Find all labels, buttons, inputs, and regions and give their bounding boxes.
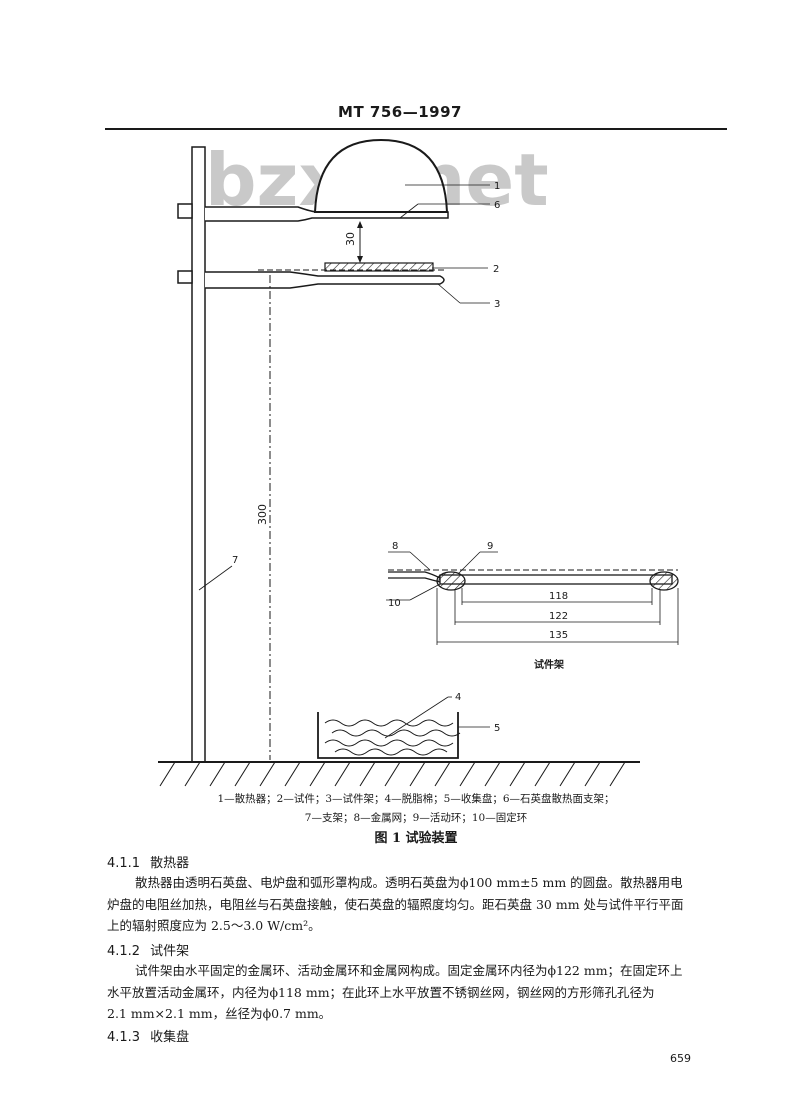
- standard-code-header: MT 756—1997: [338, 103, 462, 121]
- dim-122-label: 122: [549, 611, 568, 622]
- callout-9: 9: [487, 541, 493, 552]
- dim-135-label: 135: [549, 630, 568, 641]
- callout-10-leader-d: [409, 583, 441, 601]
- callout-5: 5: [494, 723, 500, 734]
- section-4-1-1-heading: 4.1.1 散热器: [107, 852, 189, 871]
- figure-legend-line-2: 7—支架；8—金属网；9—活动环；10—固定环: [304, 812, 528, 824]
- inset-ring-bar: [439, 574, 673, 585]
- callout-8-leader-d: [409, 551, 431, 571]
- section-4-1-3-heading: 4.1.3 收集盘: [107, 1026, 189, 1045]
- section-4-1-1-body: 散热器由透明石英盘、电炉盘和弧形罩构成。透明石英盘为ϕ100 mm±5 mm 的…: [107, 872, 737, 937]
- specimen-holder-arm: [205, 271, 445, 289]
- callout-4-leader: [384, 696, 449, 739]
- specimen: [324, 262, 434, 272]
- section-4-1-2-heading: 4.1.2 试件架: [107, 940, 189, 959]
- para-line: 试件架由水平固定的金属环、活动金属环和金属网构成。固定金属环内径为ϕ122 mm…: [135, 963, 683, 978]
- callout-7-leader: [198, 565, 233, 591]
- dim-300-label: 300: [256, 504, 269, 525]
- callout-4: 4: [455, 692, 461, 703]
- lower-arm: [177, 270, 193, 284]
- inset-arm: [388, 571, 441, 583]
- para-line: 水平放置活动金属环，内径为ϕ118 mm；在此环上水平放置不锈钢丝网，钢丝网的方…: [107, 984, 655, 1000]
- para-line: 炉盘的电阻丝加热，电阻丝与石英盘接触，使石英盘的辐照度均匀。距石英盘 30 mm…: [107, 896, 684, 912]
- section-number: 4.1.2: [107, 944, 141, 959]
- section-4-1-2-body: 试件架由水平固定的金属环、活动金属环和金属网构成。固定金属环内径为ϕ122 mm…: [107, 960, 737, 1025]
- callout-3: 3: [494, 299, 500, 310]
- cotton-wool: [324, 719, 461, 756]
- callout-1: 1: [494, 181, 500, 192]
- header-rule: [105, 128, 727, 130]
- figure-legend-line-1: 1—散热器；2—试件；3—试件架；4—脱脂棉；5—收集盘；6—石英盘散热面支架；: [217, 793, 615, 805]
- dim-118-label: 118: [549, 591, 568, 602]
- para-line: 上的辐射照度应为 2.5～3.0 W/cm²。: [107, 918, 321, 933]
- dim-30-label: 30: [344, 232, 357, 246]
- dim-30-arrow-bottom: [357, 256, 363, 263]
- ground-hatching: [159, 761, 626, 787]
- collection-tray: [317, 712, 459, 759]
- test-apparatus-figure: bzxz.net 30 300 1 6 2 3 7 118: [158, 138, 679, 787]
- support-stand: [191, 146, 206, 763]
- section-number: 4.1.3: [107, 1030, 141, 1045]
- page-number: 659: [670, 1052, 691, 1065]
- section-title: 收集盘: [150, 1030, 190, 1045]
- dim-30-arrow-top: [357, 221, 363, 228]
- section-number: 4.1.1: [107, 856, 141, 871]
- callout-2: 2: [493, 264, 499, 275]
- figure-caption: 图 1 试验装置: [374, 831, 458, 846]
- callout-9-leader-d: [457, 551, 481, 575]
- callout-7: 7: [232, 555, 238, 566]
- callout-6-leader: [399, 203, 419, 219]
- heater-dome: [313, 138, 449, 213]
- callout-6: 6: [494, 200, 500, 211]
- callout-3-leader: [437, 283, 461, 304]
- inset-ring-left: [436, 571, 466, 591]
- callout-8: 8: [392, 541, 398, 552]
- section-title: 试件架: [150, 944, 190, 959]
- para-line: 散热器由透明石英盘、电炉盘和弧形罩构成。透明石英盘为ϕ100 mm±5 mm 的…: [135, 875, 683, 890]
- section-title: 散热器: [150, 856, 190, 871]
- callout-10: 10: [388, 598, 401, 609]
- specimen-holder-inset: 118 122 135 8 9 10 试件架: [386, 541, 679, 671]
- para-line: 2.1 mm×2.1 mm，丝径为ϕ0.7 mm。: [107, 1006, 332, 1021]
- inset-ring-right: [649, 571, 679, 591]
- upper-arm: [177, 203, 193, 219]
- inset-caption: 试件架: [534, 658, 564, 671]
